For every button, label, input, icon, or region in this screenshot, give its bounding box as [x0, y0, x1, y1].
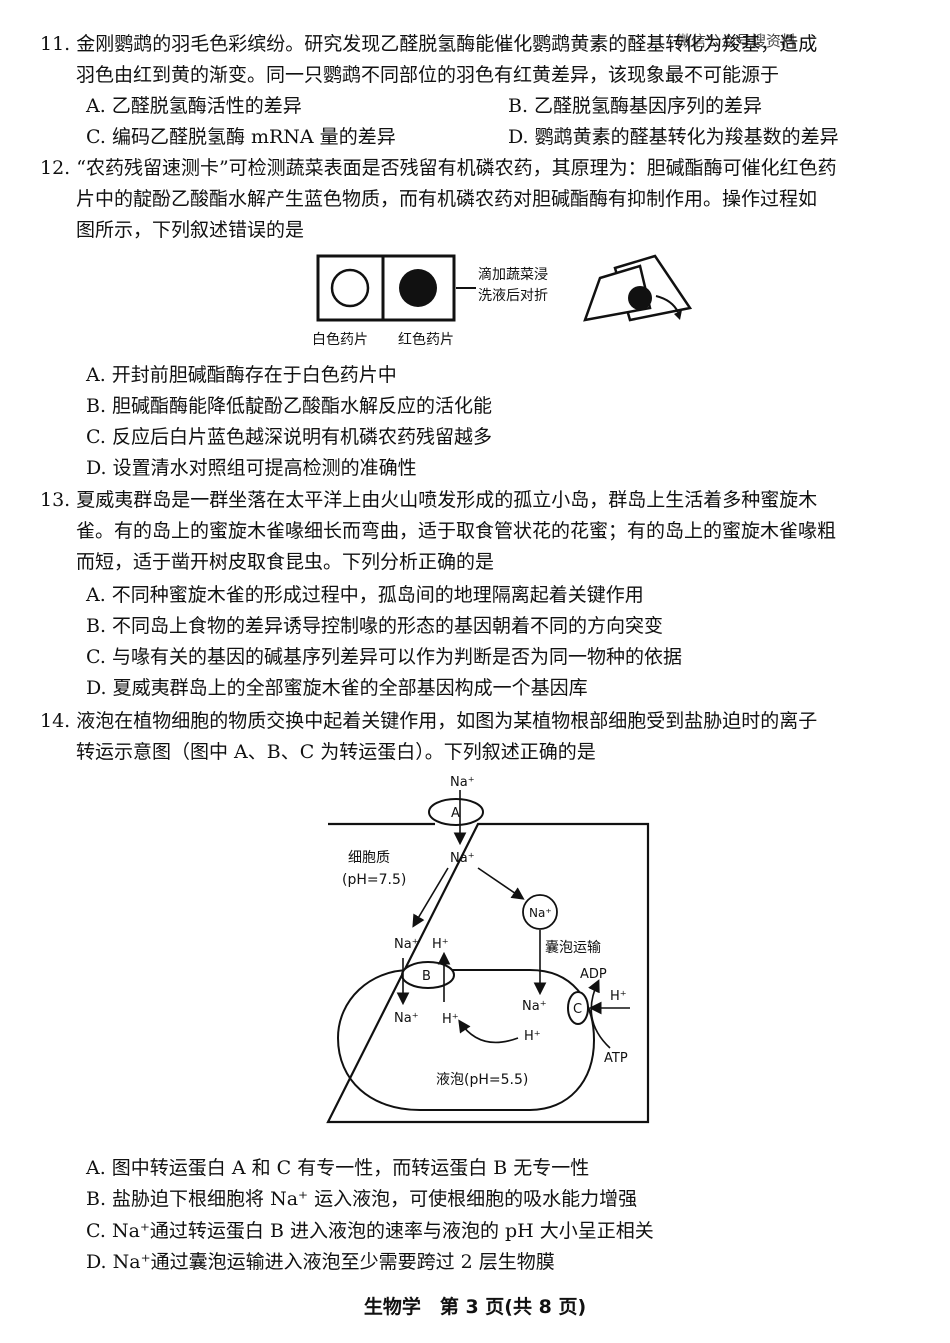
- q14-option-a: A. 图中转运蛋白 A 和 C 有专一性，而转运蛋白 B 无专一性: [86, 1157, 590, 1179]
- h-above-b-label: H⁺: [432, 937, 449, 952]
- adp-label: ADP: [580, 967, 607, 982]
- h-below-b-label: H⁺: [442, 1012, 459, 1027]
- transporter-a-label: A: [451, 806, 460, 821]
- q12-stem-line-2: 片中的靛酚乙酸酯水解产生蓝色物质，而有机磷农药对胆碱酯酶有抑制作用。操作过程如: [76, 188, 818, 210]
- red-tablet-label: 红色药片: [398, 331, 454, 348]
- q11-option-c: C. 编码乙醛脱氢酶 mRNA 量的差异: [86, 126, 396, 148]
- vacuole-membrane: [336, 969, 596, 1111]
- q14-option-b: B. 盐胁迫下根细胞将 Na⁺ 运入液泡，可使根细胞的吸水能力增强: [86, 1188, 638, 1210]
- transporter-a: [428, 798, 484, 826]
- q14-option-c: C. Na⁺通过转运蛋白 B 进入液泡的速率与液泡的 pH 大小呈正相关: [86, 1220, 654, 1242]
- atp-to-adp-arrow: [588, 979, 611, 1049]
- fold-arrow: [655, 295, 679, 313]
- transporter-b-label: B: [422, 969, 431, 984]
- q12-option-a: A. 开封前胆碱酯酶存在于白色药片中: [86, 364, 397, 386]
- watermark: 微信公众号搜资料: [676, 32, 797, 50]
- transporter-c-label: C: [573, 1002, 582, 1017]
- na-outside-label: Na⁺: [450, 775, 475, 790]
- q13-option-d: D. 夏威夷群岛上的全部蜜旋木雀的全部基因构成一个基因库: [86, 677, 588, 699]
- q13-stem-line-1: 13. 夏威夷群岛是一群坐落在太平洋上由火山喷发形成的孤立小岛，群岛上生活着多种…: [40, 489, 818, 511]
- q12-option-d: D. 设置清水对照组可提高检测的准确性: [86, 457, 417, 479]
- h-vacuole-label: H⁺: [524, 1029, 541, 1044]
- q13-option-c: C. 与喙有关的基因的碱基序列差异可以作为判断是否为同一物种的依据: [86, 646, 682, 668]
- vesicle-transport-label: 囊泡运输: [545, 939, 601, 956]
- q12-option-c: C. 反应后白片蓝色越深说明有机磷农药残留越多: [86, 426, 492, 448]
- q14-option-d: D. Na⁺通过囊泡运输进入液泡至少需要跨过 2 层生物膜: [86, 1251, 555, 1273]
- q12-test-card-figure: 白色药片 红色药片 滴加蔬菜浸 洗液后对折: [312, 254, 693, 348]
- na-vacuole-label: Na⁺: [522, 999, 547, 1014]
- fold-arrow-head: [674, 310, 682, 320]
- arrow-h-curve: [458, 1019, 519, 1044]
- na-cytoplasm-label: Na⁺: [450, 851, 475, 866]
- arrow-na-to-vesicle: [477, 867, 525, 900]
- red-tablet: [399, 269, 437, 307]
- cytoplasm-ph-label: (pH=7.5): [342, 872, 406, 888]
- q14-ion-transport-figure: A Na⁺ Na⁺ 细胞质 (pH=7.5) Na⁺ 囊泡运输 Na⁺ H⁺ B…: [326, 775, 650, 1124]
- na-vesicle-label: Na⁺: [529, 906, 552, 920]
- q11-option-d: D. 鹦鹉黄素的醛基转化为羧基数的差异: [508, 126, 839, 148]
- atp-label: ATP: [604, 1051, 628, 1066]
- q13-option-a: A. 不同种蜜旋木雀的形成过程中，孤岛间的地理隔离起着关键作用: [86, 584, 644, 606]
- q11-stem-line-1: 11. 金刚鹦鹉的羽毛色彩缤纷。研究发现乙醛脱氢酶能催化鹦鹉黄素的醛基转化为羧基…: [40, 33, 818, 55]
- q14-stem-line-2: 转运示意图（图中 A、B、C 为转运蛋白）。下列叙述正确的是: [76, 741, 596, 763]
- na-below-b-label: Na⁺: [394, 1011, 419, 1026]
- h-outside-c-label: H⁺: [610, 989, 627, 1004]
- q14-stem-line-1: 14. 液泡在植物细胞的物质交换中起着关键作用，如图为某植物根部细胞受到盐胁迫时…: [40, 710, 818, 732]
- vesicle: [522, 894, 558, 930]
- q13-option-b: B. 不同岛上食物的差异诱导控制喙的形态的基因朝着不同的方向突变: [86, 615, 664, 637]
- q13-stem-line-3: 而短，适于凿开树皮取食昆虫。下列分析正确的是: [76, 551, 495, 573]
- transporter-c: [567, 991, 589, 1025]
- arrow-na-to-b: [412, 867, 449, 928]
- vacuole-label: 液泡(pH=5.5): [436, 1072, 528, 1088]
- white-tablet-label: 白色药片: [312, 331, 368, 348]
- q11-option-a: A. 乙醛脱氢酶活性的差异: [86, 95, 302, 117]
- cytoplasm-label: 细胞质: [348, 850, 390, 866]
- q12-option-b: B. 胆碱酯酶能降低靛酚乙酸酯水解反应的活化能: [86, 395, 493, 417]
- step-label-line-2: 洗液后对折: [478, 288, 548, 304]
- folded-red-tablet: [628, 286, 652, 310]
- step-label-line-1: 滴加蔬菜浸: [478, 266, 548, 283]
- white-tablet: [330, 268, 370, 308]
- q13-stem-line-2: 雀。有的岛上的蜜旋木雀喙细长而弯曲，适于取食管状花的花蜜；有的岛上的蜜旋木雀喙粗: [76, 520, 837, 542]
- q12-stem-line-1: 12. “农药残留速测卡”可检测蔬菜表面是否残留有机磷农药，其原理为：胆碱酯酶可…: [40, 157, 837, 179]
- q11-option-b: B. 乙醛脱氢酶基因序列的差异: [508, 95, 763, 117]
- na-above-b-label: Na⁺: [394, 937, 419, 952]
- page-footer: 生物学 第 3 页(共 8 页): [363, 1296, 587, 1318]
- transporter-b: [401, 961, 455, 989]
- cell-membrane: [326, 822, 650, 1124]
- q12-stem-line-3: 图所示，下列叙述错误的是: [76, 219, 305, 241]
- q11-stem-line-2: 羽色由红到黄的渐变。同一只鹦鹉不同部位的羽色有红黄差异，该现象最不可能源于: [76, 64, 780, 86]
